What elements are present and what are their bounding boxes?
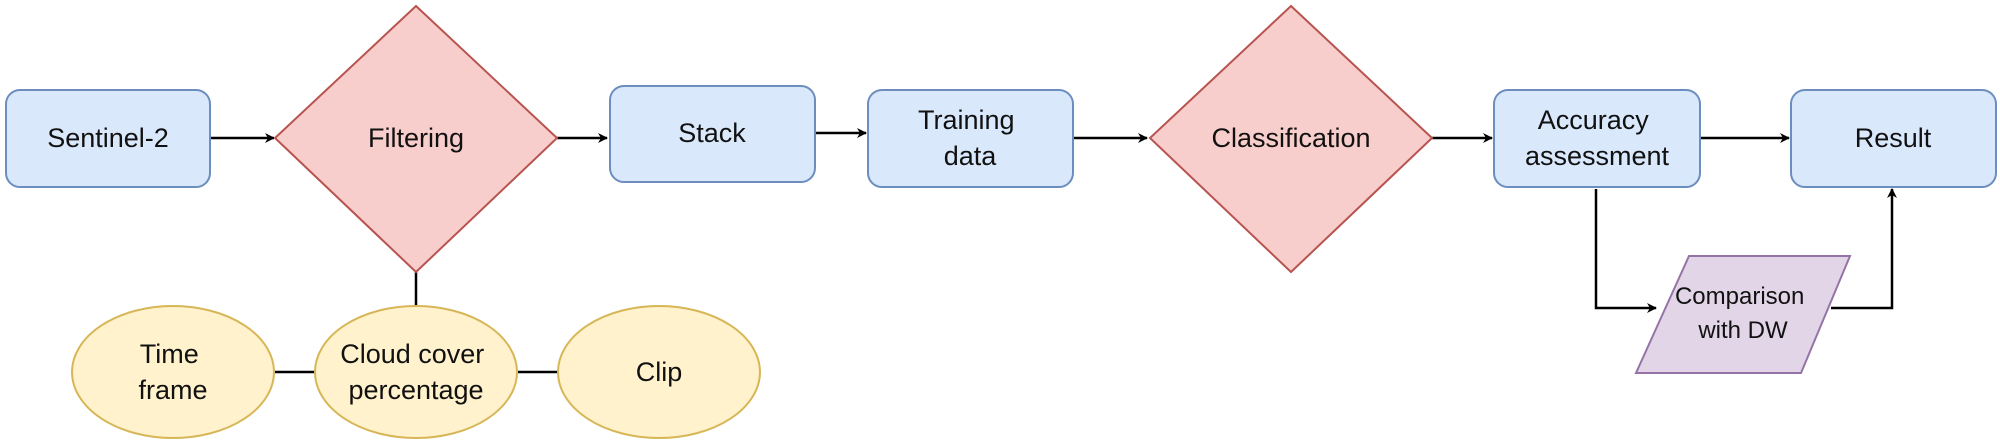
filtering-diamond [273,4,559,274]
result-box [1790,89,1997,188]
node-result: Result [1790,89,1997,188]
accuracy-label-line-1: Accuracy [1538,105,1650,135]
node-timeframe: Time frame [71,305,275,439]
filtering-label-line: Filtering [368,123,464,153]
cloudcover-label-line-1: Cloud cover [340,339,484,369]
stack-box [609,85,816,183]
node-comparison: Comparison with DW [1634,255,1852,374]
classification-label: Classification [1211,123,1370,153]
training-label: Training data [918,105,1022,171]
stack-label-line: Stack [678,118,746,148]
classification-diamond [1148,4,1434,274]
clip-label-line: Clip [636,357,683,387]
timeframe-label-line-2: frame [138,375,207,405]
accuracy-label-line-2: assessment [1525,141,1670,171]
training-label-line-1: Training [918,105,1015,135]
result-label-line: Result [1855,123,1932,153]
comparison-parallelogram [1634,255,1852,374]
stack-label: Stack [678,118,746,148]
node-filtering: Filtering [273,4,559,274]
node-sentinel: Sentinel-2 [5,89,211,188]
training-label-line-2: data [944,141,998,171]
comparison-label: Comparison with DW [1675,283,1811,344]
training-box [867,89,1074,188]
timeframe-label-line-1: Time [140,339,199,369]
node-training: Training data [867,89,1074,188]
accuracy-box [1493,89,1701,188]
accuracy-label: Accuracy assessment [1525,105,1670,171]
node-clip: Clip [557,305,761,439]
clip-label: Clip [636,357,683,387]
sentinel-label: Sentinel-2 [47,123,169,153]
sentinel-box [5,89,211,188]
edges [210,128,1897,374]
node-classification: Classification [1148,4,1434,274]
result-label: Result [1855,123,1932,153]
classification-label-line: Classification [1211,123,1370,153]
cloudcover-ellipse [314,305,518,439]
sentinel-label-line: Sentinel-2 [47,123,169,153]
filtering-label: Filtering [368,123,464,153]
cloudcover-label-line-2: percentage [348,375,483,405]
comparison-label-line-1: Comparison [1675,283,1804,310]
clip-ellipse [557,305,761,439]
node-accuracy: Accuracy assessment [1493,89,1701,188]
edge-comparison-to-result [1831,188,1897,310]
timeframe-label: Time frame [138,339,207,405]
comparison-label-line-2: with DW [1697,317,1788,344]
node-stack: Stack [609,85,816,183]
node-cloudcover: Cloud cover percentage [314,305,518,439]
timeframe-ellipse [71,305,275,439]
cloudcover-label: Cloud cover percentage [340,339,492,405]
edge-accuracy-to-comparison [1594,189,1657,313]
